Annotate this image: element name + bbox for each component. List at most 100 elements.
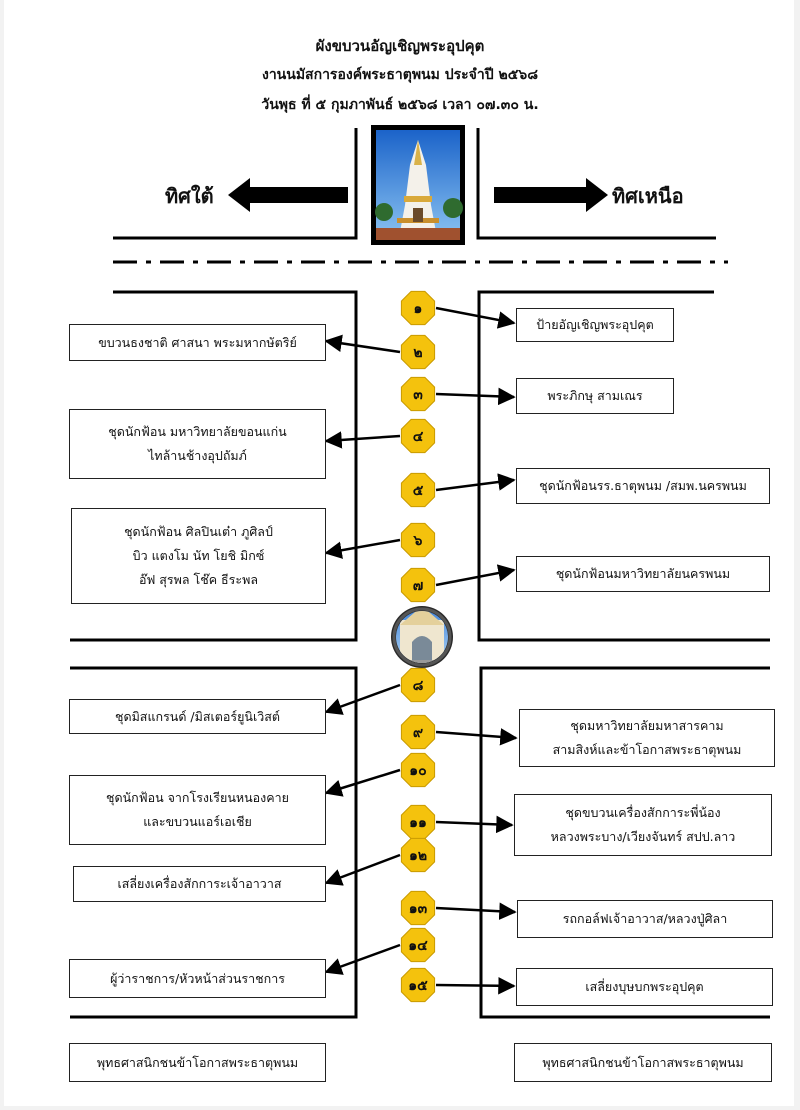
sequence-badge-number-12: ๑๒ xyxy=(409,848,427,864)
sequence-badge-number-4: ๔ xyxy=(413,429,424,445)
box-1-line-1: ป้ายอัญเชิญพระอุปคุต xyxy=(536,317,654,332)
box-12-line-1: เสลี่ยงเครื่องสักการะเจ้าอาวาส xyxy=(117,876,282,891)
connector-arrow-4 xyxy=(324,431,401,449)
connector-arrow-11 xyxy=(435,815,514,834)
sequence-badge-number-7: ๗ xyxy=(413,578,424,594)
box-bottom-left: พุทธศาสนิกชนข้าโอกาสพระธาตุพนม xyxy=(69,1043,326,1082)
sequence-badge-number-1: ๑ xyxy=(414,301,423,317)
sequence-badge-number-5: ๕ xyxy=(413,483,424,499)
gate-photo xyxy=(391,606,453,668)
connector-arrow-7 xyxy=(435,564,516,587)
box-12: เสลี่ยงเครื่องสักการะเจ้าอาวาส xyxy=(73,866,326,902)
sequence-badge-1: ๑ xyxy=(400,290,436,326)
box-10-line-2: และขบวนแอร์เอเชีย xyxy=(143,814,252,829)
box-5: ชุดนักฟ้อนรร.ธาตุพนม /สมพ.นครพนม xyxy=(516,468,770,504)
arrow-right-icon xyxy=(494,178,608,212)
connector-arrow-9 xyxy=(435,728,518,746)
sequence-badge-6: ๖ xyxy=(400,522,436,558)
box-3-line-1: พระภิกษุ สามเณร xyxy=(547,388,643,403)
box-bottom-right: พุทธศาสนิกชนข้าโอกาสพระธาตุพนม xyxy=(514,1043,772,1082)
box-11-line-2: หลวงพระบาง/เวียงจันทร์ สปป.ลาว xyxy=(550,829,736,844)
top-road xyxy=(113,128,716,240)
box-1: ป้ายอัญเชิญพระอุปคุต xyxy=(516,308,674,342)
box-7: ชุดนักฟ้อนมหาวิทยาลัยนครพนม xyxy=(516,556,770,592)
sequence-badge-10: ๑๐ xyxy=(400,752,436,788)
box-8-line-1: ชุดมิสแกรนด์ /มิสเตอร์ยูนิเวิสต์ xyxy=(114,708,281,724)
sequence-badge-number-11: ๑๑ xyxy=(409,815,427,831)
sequence-badge-11: ๑๑ xyxy=(400,804,436,840)
box-bottom-left-line-1: พุทธศาสนิกชนข้าโอกาสพระธาตุพนม xyxy=(96,1054,299,1070)
sequence-badge-5: ๕ xyxy=(400,472,436,508)
connector-arrow-15 xyxy=(435,977,516,995)
sequence-badge-number-9: ๙ xyxy=(413,725,423,741)
connector-arrow-6 xyxy=(324,538,401,559)
sequence-badge-14: ๑๔ xyxy=(400,927,436,963)
connector-arrow-14 xyxy=(324,943,401,975)
connector-arrow-1 xyxy=(435,306,516,329)
page-subtitle: งานนมัสการองค์พระธาตุพนม ประจำปี ๒๕๖๘ xyxy=(261,67,538,83)
box-11-line-1: ชุดขบวนเครื่องสักการะพี่น้อง xyxy=(565,805,721,820)
middle-road xyxy=(70,290,770,642)
box-6-line-1: ชุดนักฟ้อน ศิลปินเต๋า ภูศิลป์ xyxy=(124,524,273,539)
sequence-badge-number-14: ๑๔ xyxy=(408,938,428,954)
box-3: พระภิกษุ สามเณร xyxy=(516,378,674,414)
box-6-line-3: อ๊ฟ สุรพล โช๊ค ธีระพล xyxy=(138,572,259,587)
sequence-badge-12: ๑๒ xyxy=(400,837,436,873)
box-15-line-1: เสลี่ยงบุษบกพระอุปคุต xyxy=(585,979,704,994)
box-2: ขบวนธงชาติ ศาสนา พระมหากษัตริย์ xyxy=(69,324,326,361)
connector-arrow-10 xyxy=(324,768,401,797)
box-4-line-1: ชุดนักฟ้อน มหาวิทยาลัยขอนแก่น xyxy=(108,424,287,439)
box-11: ชุดขบวนเครื่องสักการะพี่น้อง หลวงพระบาง/… xyxy=(514,794,772,856)
sequence-badge-number-8: ๘ xyxy=(413,678,424,694)
sequence-badge-number-2: ๒ xyxy=(413,345,422,361)
arrow-left-icon xyxy=(228,178,348,212)
sequence-badge-4: ๔ xyxy=(400,418,436,454)
sequence-badge-13: ๑๓ xyxy=(400,890,436,926)
sequence-badge-2: ๒ xyxy=(400,334,436,370)
box-6-line-2: บิว แตงโม นัท โยชิ มิกซ์ xyxy=(132,548,265,563)
connector-arrow-13 xyxy=(435,902,517,920)
box-4: ชุดนักฟ้อน มหาวิทยาลัยขอนแก่น ไทล้านช้าง… xyxy=(69,409,326,479)
box-2-line-1: ขบวนธงชาติ ศาสนา พระมหากษัตริย์ xyxy=(98,334,297,350)
direction-north-label: ทิศเหนือ xyxy=(612,184,684,208)
lower-road xyxy=(70,666,770,1019)
box-6: ชุดนักฟ้อน ศิลปินเต๋า ภูศิลป์ บิว แตงโม … xyxy=(71,508,326,604)
box-14: ผู้ว่าราชการ/หัวหน้าส่วนราชการ xyxy=(69,959,326,998)
box-4-line-2: ไทล้านช้างอุปถัมภ์ xyxy=(148,448,247,463)
connector-arrow-8 xyxy=(324,683,401,715)
direction-south-label: ทิศใต้ xyxy=(165,184,214,208)
connector-arrow-12 xyxy=(324,853,401,886)
box-14-line-1: ผู้ว่าราชการ/หัวหน้าส่วนราชการ xyxy=(110,970,285,986)
box-5-line-1: ชุดนักฟ้อนรร.ธาตุพนม /สมพ.นครพนม xyxy=(539,478,747,493)
box-13-line-1: รถกอล์ฟเจ้าอาวาส/หลวงปู่ศิลา xyxy=(562,911,728,926)
box-9-line-2: สามสิงห์และข้าโอกาสพระธาตุพนม xyxy=(552,742,742,757)
box-8: ชุดมิสแกรนด์ /มิสเตอร์ยูนิเวิสต์ xyxy=(69,699,326,734)
sequence-badge-7: ๗ xyxy=(400,567,436,603)
sequence-badge-9: ๙ xyxy=(400,714,436,750)
box-10-line-1: ชุดนักฟ้อน จากโรงเรียนหนองคาย xyxy=(106,790,289,805)
connector-arrow-2 xyxy=(324,334,401,354)
sequence-badge-number-10: ๑๐ xyxy=(409,763,426,779)
box-13: รถกอล์ฟเจ้าอาวาส/หลวงปู่ศิลา xyxy=(517,900,773,938)
sequence-badge-8: ๘ xyxy=(400,667,436,703)
stupa-photo xyxy=(371,125,465,245)
box-7-line-1: ชุดนักฟ้อนมหาวิทยาลัยนครพนม xyxy=(555,566,731,581)
connector-arrows xyxy=(324,306,518,995)
connector-arrow-5 xyxy=(435,473,516,492)
box-10: ชุดนักฟ้อน จากโรงเรียนหนองคาย และขบวนแอร… xyxy=(69,775,326,845)
sequence-badge-number-15: ๑๕ xyxy=(408,978,428,994)
sequence-badge-number-6: ๖ xyxy=(413,533,423,549)
sequence-badge-15: ๑๕ xyxy=(400,967,436,1003)
sequence-badge-number-3: ๓ xyxy=(413,387,423,403)
box-15: เสลี่ยงบุษบกพระอุปคุต xyxy=(516,968,773,1006)
box-9-line-1: ชุดมหาวิทยาลัยมหาสารคาม xyxy=(570,718,724,733)
page-title: ผังขบวนอัญเชิญพระอุปคุต xyxy=(315,37,485,55)
box-9: ชุดมหาวิทยาลัยมหาสารคาม สามสิงห์และข้าโอ… xyxy=(519,709,775,767)
box-bottom-right-line-1: พุทธศาสนิกชนข้าโอกาสพระธาตุพนม xyxy=(542,1054,744,1070)
sequence-badge-number-13: ๑๓ xyxy=(409,901,428,917)
sequence-badge-3: ๓ xyxy=(400,376,436,412)
event-datetime: วันพุธ ที่ ๕ กุมภาพันธ์ ๒๕๖๘ เวลา ๐๗.๓๐ … xyxy=(261,97,539,113)
connector-arrow-3 xyxy=(435,387,516,406)
